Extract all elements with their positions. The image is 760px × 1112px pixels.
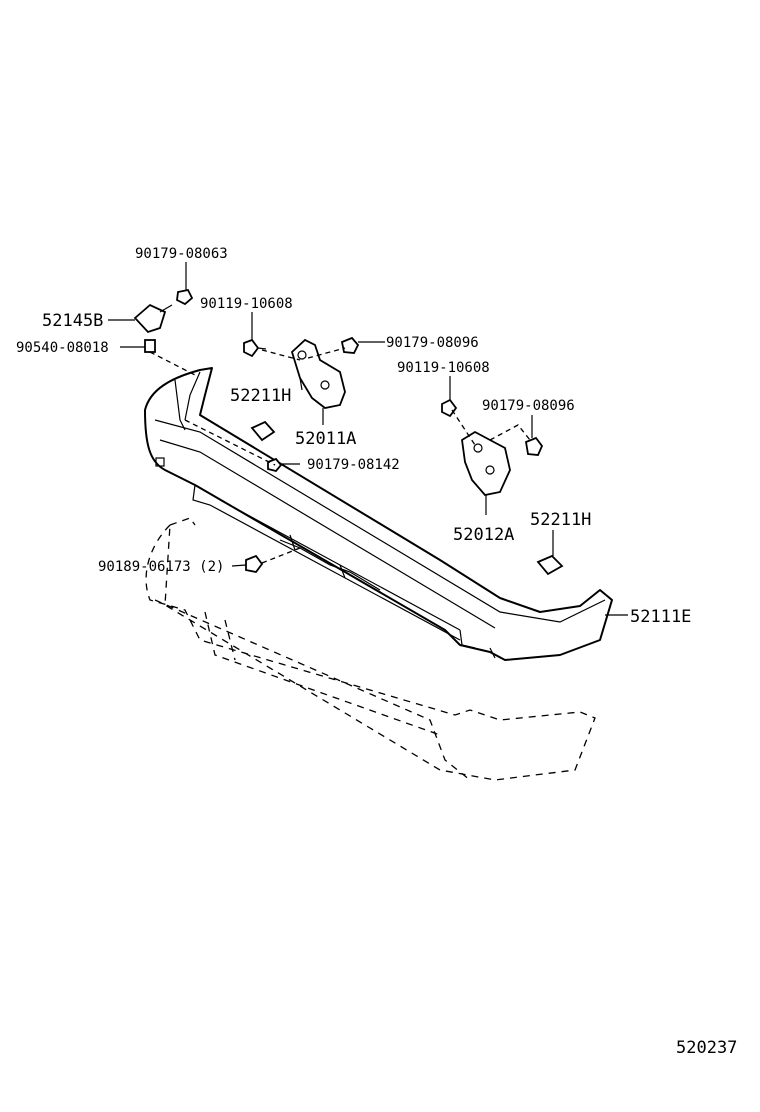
label-retainer-left: 52211H bbox=[230, 386, 291, 406]
clip-cover-icon bbox=[245, 554, 264, 573]
retainer-left-icon bbox=[250, 420, 276, 442]
label-bracket-right: 52012A bbox=[453, 525, 514, 545]
label-bracket-left: 52011A bbox=[295, 429, 356, 449]
retainer-right-icon bbox=[536, 554, 564, 576]
assembly-lines bbox=[149, 347, 531, 564]
label-bolt-top: 90179-08063 bbox=[135, 246, 228, 262]
leader-lines bbox=[108, 262, 628, 616]
label-nut-lower: 90179-08142 bbox=[307, 457, 400, 473]
bumper-cover-outline bbox=[145, 517, 596, 781]
label-bumper-bar: 52111E bbox=[630, 607, 691, 627]
label-clip-cover: 90189-06173 (2) bbox=[98, 559, 224, 575]
label-retainer-right: 52211H bbox=[530, 510, 591, 530]
diagram-number: 520237 bbox=[676, 1038, 737, 1058]
bolt-top-icon bbox=[176, 288, 194, 306]
label-bolt-left-bracket: 90119-10608 bbox=[200, 296, 293, 312]
bracket-52145b bbox=[133, 303, 173, 353]
bracket-52012a bbox=[461, 430, 511, 496]
label-clip-left: 90540-08018 bbox=[16, 340, 109, 356]
label-nut-left-bracket: 90179-08096 bbox=[386, 335, 479, 351]
label-nut-right-bracket: 90179-08096 bbox=[482, 398, 575, 414]
bumper-bar bbox=[144, 367, 613, 661]
bracket-52011a bbox=[290, 338, 346, 409]
label-bolt-right-bracket: 90119-10608 bbox=[397, 360, 490, 376]
nut-left-bracket-icon bbox=[340, 336, 360, 354]
label-bracket-left-small: 52145B bbox=[42, 311, 103, 331]
nut-right-bracket-icon bbox=[524, 436, 544, 456]
bolt-left-bracket-icon bbox=[243, 338, 267, 358]
